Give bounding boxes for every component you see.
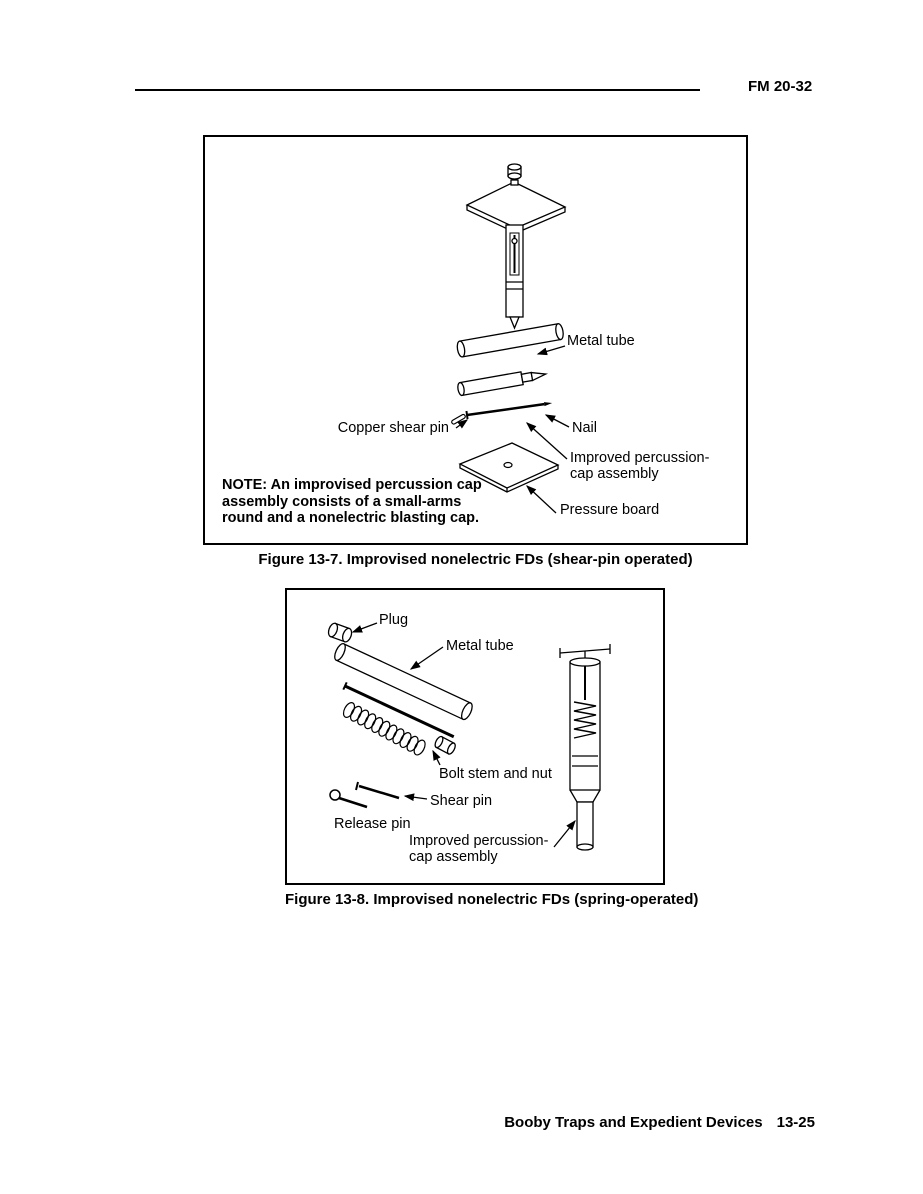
metal-tube-part [456,323,564,358]
leader-arrows [455,345,570,514]
figure-13-8-box: Plug Metal tube Bolt stem and nut Shear … [285,588,665,885]
label-line: cap assembly [409,848,498,865]
label-pressure-board: Pressure board [560,502,660,518]
label-improved-percussion-cap: Improved percussion- cap assembly [570,450,710,482]
label-line: cap assembly [570,465,659,482]
label-line: Improved percussion- [570,450,710,466]
label-metal-tube: Metal tube [567,333,635,349]
release-pin-part [329,789,368,809]
spring-part [342,702,426,756]
label-line: Improved percussion- [409,833,549,849]
figure-13-7-box: Metal tube Nail Copper shear pin Improve… [203,135,748,545]
figure-13-7-diagram [451,163,570,514]
note-line: assembly consists of a small-arms [222,493,462,510]
percussion-cap-assembly-part [465,402,553,420]
note-line: NOTE: An improvised percussion cap [222,477,482,493]
nail-part [457,371,549,397]
label-copper-shear-pin: Copper shear pin [337,420,449,436]
footer-page-number: 13-25 [776,1114,815,1131]
leader-arrows [351,622,576,848]
note-line: round and a nonelectric blasting cap. [222,510,480,526]
label-shear-pin: Shear pin [430,793,493,809]
figure-note: NOTE: An improvised percussion cap assem… [222,477,482,527]
page-header-doc-number: FM 20-32 [748,78,813,95]
figure-13-8-caption: Figure 13-8. Improvised nonelectric FDs … [285,891,699,908]
nut-part [434,735,456,755]
figure-13-8-diagram [327,622,611,851]
label-metal-tube: Metal tube [446,638,514,654]
label-bolt-stem-and-nut: Bolt stem and nut [439,766,552,782]
shear-pin-part [355,781,400,800]
plug-part [327,622,353,643]
footer-title: Booby Traps and Expedient Devices [504,1114,763,1131]
figure-13-7-caption: Figure 13-7. Improvised nonelectric FDs … [258,551,693,568]
label-plug: Plug [379,612,409,628]
page-footer: Booby Traps and Expedient Devices 13-25 [488,1097,815,1148]
assembled-device [465,163,567,330]
label-nail: Nail [572,420,597,436]
label-improved-percussion-cap: Improved percussion- cap assembly [409,833,549,865]
assembled-device [559,644,611,851]
pressure-board-part [458,442,560,493]
bolt-stem-part [342,681,455,739]
metal-tube-part [334,642,473,721]
label-release-pin: Release pin [334,816,411,832]
header-rule [135,89,700,91]
